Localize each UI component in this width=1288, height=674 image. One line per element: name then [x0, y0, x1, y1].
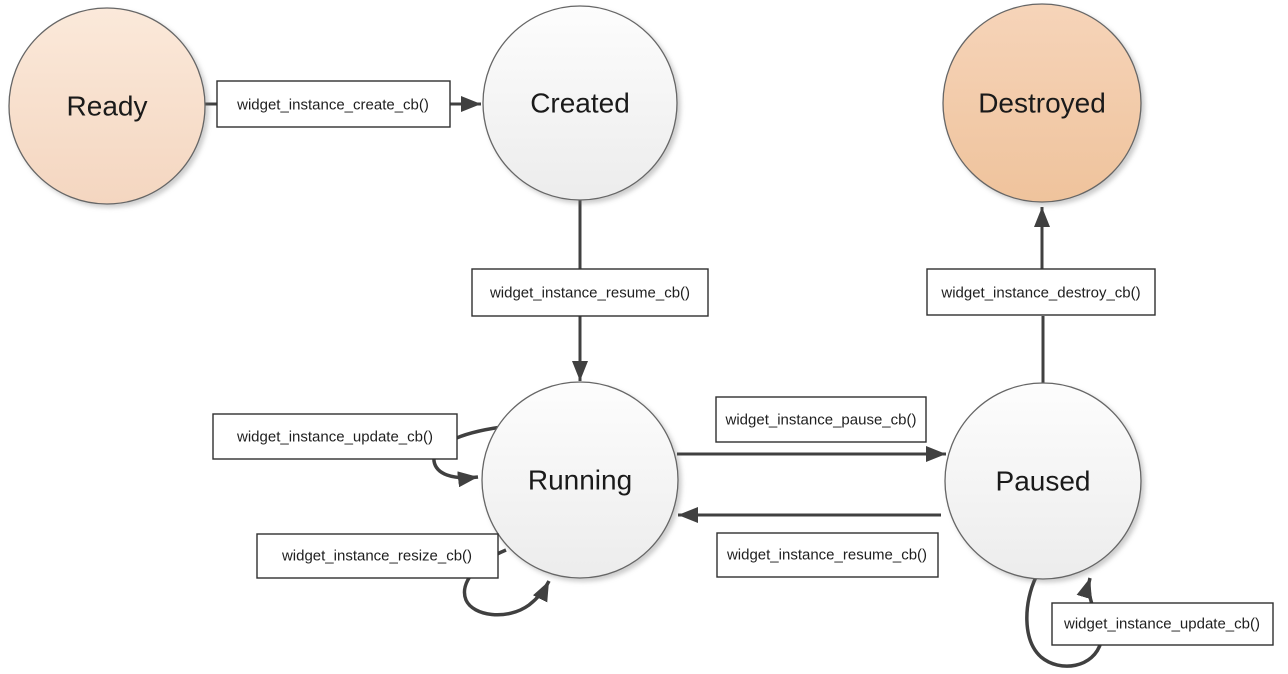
loop-running-update-arrow: [432, 425, 503, 488]
transition-connectors: [205, 96, 1103, 668]
transition-labels: widget_instance_create_cb() widget_insta…: [212, 80, 1274, 646]
transition-create-label: widget_instance_create_cb(): [236, 97, 429, 114]
state-created-label: Created: [530, 88, 630, 119]
loop-paused-update-label: widget_instance_update_cb(): [1063, 616, 1260, 633]
transition-pause-label-box: [715, 396, 927, 443]
loop-paused-update-label-box: [1051, 602, 1274, 646]
state-ready-circle: [8, 7, 206, 205]
state-ready-label: Ready: [67, 91, 148, 122]
loop-running-resize-label: widget_instance_resize_cb(): [281, 548, 472, 565]
transition-destroy-label-box: [926, 268, 1156, 316]
loop-running-update-label-box: [212, 413, 458, 460]
transition-create-label-box: [216, 80, 451, 128]
state-running-label: Running: [528, 465, 632, 496]
transition-created-running-label-box: [471, 268, 709, 317]
transition-paused-running-label-box: [716, 532, 939, 578]
state-running-circle: [481, 381, 679, 579]
loop-running-resize-label-box: [256, 533, 499, 579]
transition-paused-running-label: widget_instance_resume_cb(): [726, 547, 927, 564]
state-paused-circle: [944, 382, 1142, 580]
state-created-circle: [482, 5, 678, 201]
loop-running-update-label: widget_instance_update_cb(): [236, 429, 433, 446]
transition-pause-label: widget_instance_pause_cb(): [725, 412, 917, 429]
state-paused-label: Paused: [996, 466, 1091, 497]
states: Ready Created Destroyed Running Paused: [8, 3, 1142, 580]
state-destroyed-circle: [942, 3, 1142, 203]
state-destroyed-label: Destroyed: [978, 88, 1106, 119]
transition-created-running-label: widget_instance_resume_cb(): [489, 285, 690, 302]
transition-destroy-label: widget_instance_destroy_cb(): [940, 285, 1140, 302]
